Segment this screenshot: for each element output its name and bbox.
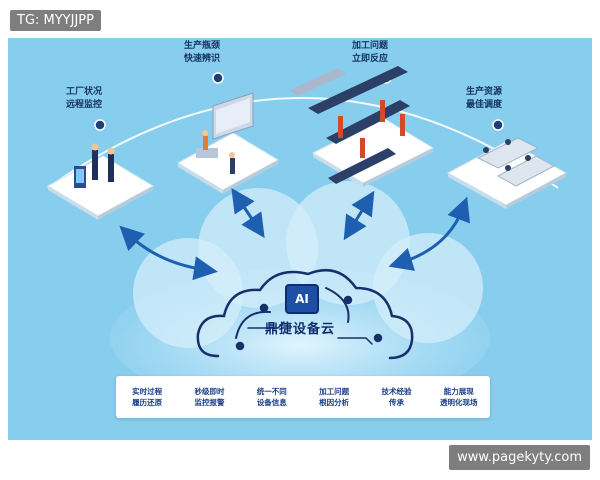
feature-item: 能力展现透明化现场 bbox=[440, 387, 478, 407]
center-title: 鼎捷设备云 bbox=[264, 322, 335, 337]
diagram-graphics bbox=[46, 66, 568, 408]
node-label-resources: 生产资源 最佳调度 bbox=[466, 87, 503, 110]
arrow-factory bbox=[119, 225, 218, 281]
diagram-canvas: 工厂状况 远程监控 生产瓶颈 快速辨识 加工问题 立即反应 生产资源 最佳调度 bbox=[8, 38, 592, 440]
node-dot-factory bbox=[94, 119, 106, 131]
arrow-resources bbox=[388, 196, 471, 271]
feature-item: 加工问题根因分析 bbox=[319, 387, 350, 407]
arrow-processing bbox=[343, 190, 375, 241]
node-label-processing: 加工问题 立即反应 bbox=[352, 41, 389, 64]
feature-item: 统一不同设备信息 bbox=[256, 387, 287, 407]
watermark-top: TG: MYYJJPP bbox=[10, 10, 101, 31]
arrow-bottleneck bbox=[231, 188, 265, 238]
node-label-bottleneck: 生产瓶颈 快速辨识 bbox=[184, 41, 221, 64]
feature-item: 实时过程履历还原 bbox=[132, 387, 163, 407]
processing-scene-illustration bbox=[290, 66, 435, 187]
factory-scene-illustration bbox=[46, 143, 155, 220]
feature-bar: 实时过程履历还原 秒级即时监控报警 统一不同设备信息 加工问题根因分析 技术经验… bbox=[116, 376, 490, 418]
connection-arc bbox=[47, 97, 559, 189]
central-cloud-icon bbox=[196, 269, 414, 360]
resources-scene-illustration bbox=[446, 137, 568, 209]
node-dot-resources bbox=[492, 119, 504, 131]
node-dot-bottleneck bbox=[212, 72, 224, 84]
feature-item: 秒级即时监控报警 bbox=[194, 387, 225, 407]
watermark-bottom: www.pagekyty.com bbox=[449, 445, 590, 470]
ai-badge: AI bbox=[285, 284, 319, 314]
node-label-factory: 工厂状况 远程监控 bbox=[66, 87, 103, 110]
feature-item: 技术经验传承 bbox=[381, 387, 412, 407]
bottleneck-scene-illustration bbox=[176, 92, 280, 194]
